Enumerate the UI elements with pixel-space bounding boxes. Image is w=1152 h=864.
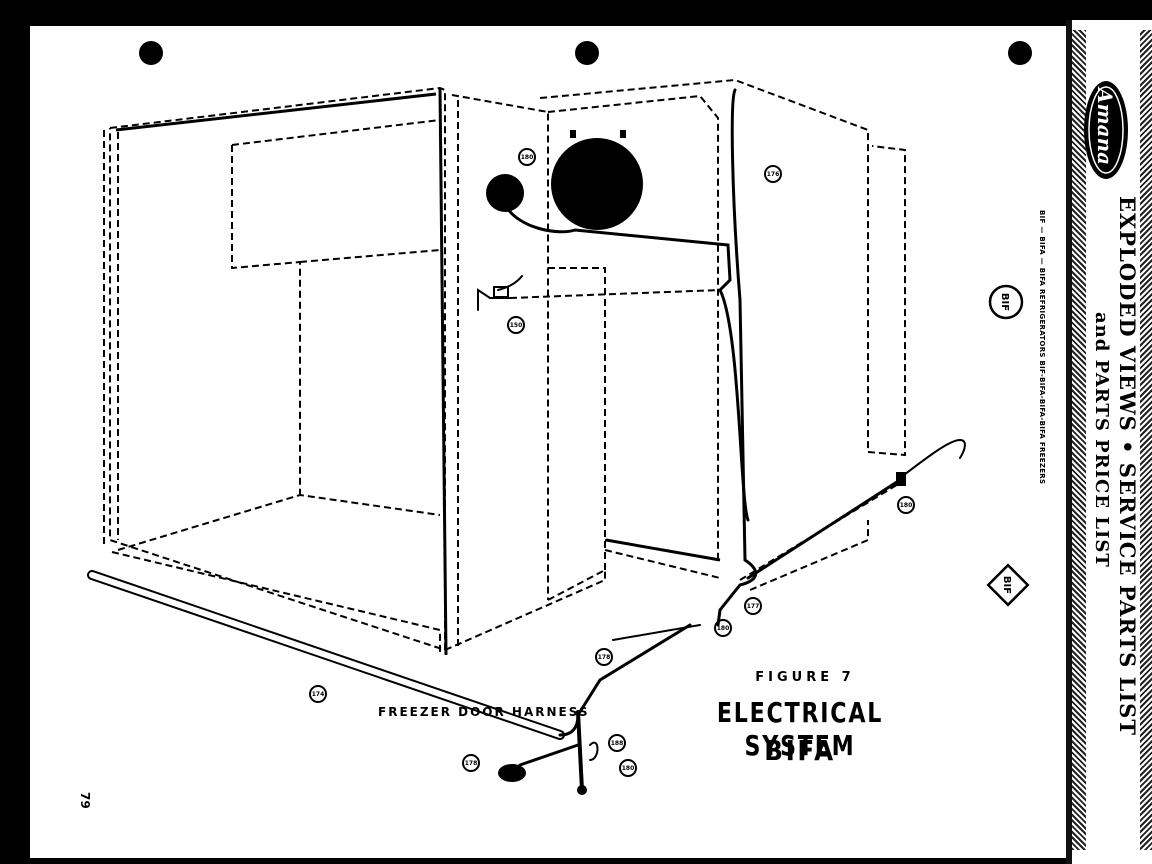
callout-3 [507, 316, 525, 334]
badge-top: BIF [988, 284, 1024, 320]
hatch-border-left [1072, 30, 1086, 850]
callout-text-6: 177 [747, 603, 760, 610]
harness-label: FREEZER DOOR HARNESS [378, 705, 590, 719]
diagram-sheet [30, 26, 1066, 858]
callout-4 [309, 685, 327, 703]
brand-logo [1084, 81, 1128, 179]
figure-title: ELECTRICAL SYSTEM [716, 696, 884, 762]
hatch-border-right [1140, 30, 1152, 850]
badge-top-text: BIF [999, 293, 1010, 311]
callout-7 [714, 619, 732, 637]
figure-model: BIFA [764, 734, 836, 767]
callout-11 [897, 496, 915, 514]
brand-name: Amana [1093, 88, 1117, 166]
callout-text-3: 150 [510, 322, 523, 329]
callout-9 [462, 754, 480, 772]
callout-1 [518, 148, 536, 166]
callout-text-4: 174 [312, 691, 325, 698]
callout-text-5: 178 [598, 654, 611, 661]
callout-text-8: 188 [611, 740, 624, 747]
cabinet-solid-edges [115, 87, 721, 656]
sidebar-models: BIF — BIFA — BIFA REFRIGERATORS BIF-BIFA… [1038, 210, 1046, 485]
badge-bottom: BIF [986, 563, 1030, 607]
page-number: 79 [78, 792, 92, 809]
callout-text-9: 178 [465, 760, 478, 767]
sidebar-subtitle: and PARTS PRICE LIST [1091, 312, 1112, 568]
figure-number: FIGURE 7 [755, 670, 855, 685]
sidebar-title: EXPLODED VIEWS • SERVICE PARTS LIST [1115, 196, 1140, 736]
callout-5 [595, 648, 613, 666]
compressor [551, 138, 643, 230]
callout-6 [744, 597, 762, 615]
binder-hole-left [139, 41, 163, 65]
wiring [87, 88, 966, 792]
badge-bottom-text: BIF [1001, 576, 1012, 594]
binder-hole-right [1008, 41, 1032, 65]
door-switch [498, 764, 526, 782]
callout-10 [619, 759, 637, 777]
fan-motor [486, 174, 524, 212]
callout-2 [764, 165, 782, 183]
callout-8 [608, 734, 626, 752]
cabinet-outline [103, 78, 906, 655]
callout-text-1: 180 [521, 154, 534, 161]
callout-text-10: 180 [622, 765, 635, 772]
callout-text-11: 180 [900, 502, 913, 509]
callout-text-7: 180 [717, 625, 730, 632]
callout-text-2: 176 [767, 171, 780, 178]
binder-hole-center [575, 41, 599, 65]
